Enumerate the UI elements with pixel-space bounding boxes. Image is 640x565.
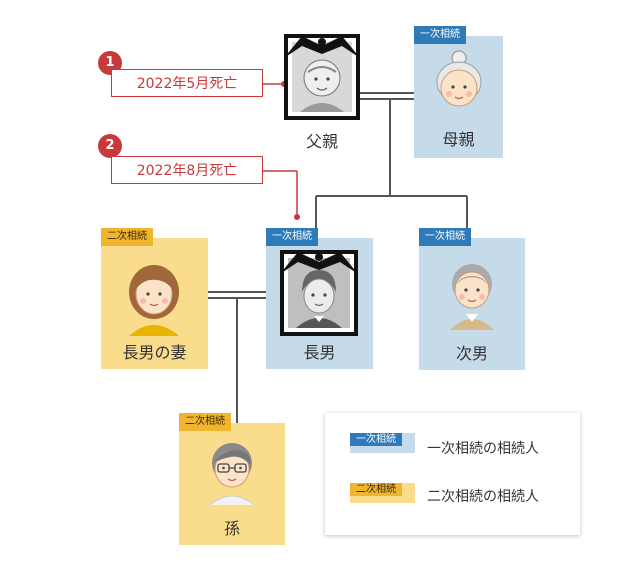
person-grandchild: 二次相続 孫	[179, 413, 285, 545]
event-2-number-badge: 2	[98, 134, 122, 158]
person-second-son: 一次相続 次男	[419, 228, 525, 370]
person-name: 父親	[305, 132, 338, 151]
portrait-eldest-son-wife	[129, 265, 179, 336]
legend-secondary-tag: 二次相続	[350, 483, 402, 496]
person-name: 長男の妻	[122, 343, 187, 362]
person-eldest-son-wife: 二次相続 長男の妻	[101, 228, 208, 369]
person-name: 母親	[442, 130, 475, 149]
secondary-inheritance-tag: 二次相続	[101, 228, 153, 246]
primary-inheritance-tag: 一次相続	[414, 26, 466, 44]
secondary-inheritance-tag: 二次相続	[179, 413, 231, 431]
person-eldest-son: 一次相続 長男	[266, 228, 373, 369]
primary-inheritance-tag: 一次相続	[266, 228, 318, 246]
person-name: 長男	[303, 343, 336, 362]
legend-primary-swatch: 一次相続	[350, 433, 415, 453]
portrait-second-son	[450, 264, 494, 330]
memorial-portrait-father	[284, 34, 360, 120]
person-mother: 一次相続 母親	[414, 26, 503, 158]
person-name: 次男	[455, 344, 488, 363]
person-father: 父親	[270, 32, 374, 160]
legend-secondary-swatch: 二次相続	[350, 483, 415, 503]
memorial-portrait-eldest-son	[280, 250, 358, 336]
portrait-mother	[436, 50, 482, 107]
portrait-grandchild	[209, 443, 255, 505]
legend-secondary-label: 二次相続の相続人	[427, 489, 539, 505]
legend: 一次相続 一次相続の相続人 二次相続 二次相続の相続人	[325, 413, 580, 535]
person-name: 孫	[223, 519, 240, 538]
primary-inheritance-tag: 一次相続	[419, 228, 471, 246]
event-1-death-date: 2022年5月死亡	[111, 69, 263, 97]
legend-primary-tag: 一次相続	[350, 433, 402, 446]
event-2-death-date: 2022年8月死亡	[111, 156, 263, 184]
legend-primary-label: 一次相続の相続人	[427, 441, 539, 457]
